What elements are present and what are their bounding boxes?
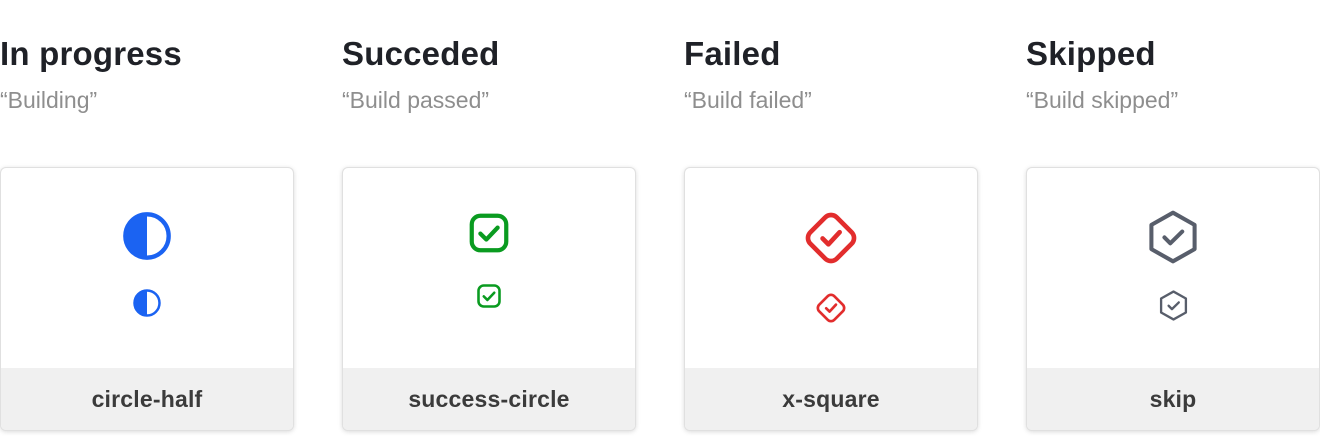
- status-title: Succeded: [342, 35, 500, 72]
- status-column-skipped: Skipped “Build skipped”: [1026, 0, 1320, 431]
- icon-card: circle-half: [0, 167, 294, 431]
- card-footer: x-square: [685, 368, 977, 430]
- circle-half-icon: [121, 210, 173, 262]
- icon-preview-area: [685, 168, 977, 368]
- status-title: In progress: [0, 35, 182, 72]
- icon-card: success-circle: [342, 167, 636, 431]
- status-message: “Build failed”: [684, 87, 812, 114]
- check-square-icon-small: [475, 282, 503, 310]
- status-message: “Build skipped”: [1026, 87, 1179, 114]
- check-diamond-icon: [803, 210, 859, 266]
- icon-preview-area: [1, 168, 293, 368]
- icon-preview-area: [1027, 168, 1319, 368]
- status-column-failed: Failed “Build failed”: [684, 0, 978, 431]
- status-column-succeeded: Succeded “Build passed”: [342, 0, 636, 431]
- icon-card: skip: [1026, 167, 1320, 431]
- icon-name-label: success-circle: [408, 385, 570, 412]
- status-column-in-progress: In progress “Building”: [0, 0, 294, 431]
- icon-preview-area: [343, 168, 635, 368]
- check-hexagon-icon: [1146, 210, 1200, 264]
- check-hexagon-icon-small: [1158, 290, 1189, 321]
- column-header: In progress “Building”: [0, 0, 294, 167]
- check-diamond-icon-small: [815, 292, 847, 324]
- status-title: Skipped: [1026, 35, 1156, 72]
- icon-card: x-square: [684, 167, 978, 431]
- column-header: Succeded “Build passed”: [342, 0, 636, 167]
- status-message: “Building”: [0, 87, 98, 114]
- card-footer: circle-half: [1, 368, 293, 430]
- icon-name-label: x-square: [782, 385, 880, 412]
- check-square-icon: [466, 210, 512, 256]
- icon-name-label: skip: [1149, 385, 1197, 412]
- status-message: “Build passed”: [342, 87, 490, 114]
- icon-name-label: circle-half: [91, 385, 203, 412]
- circle-half-icon-small: [132, 288, 162, 318]
- card-footer: skip: [1027, 368, 1319, 430]
- column-header: Skipped “Build skipped”: [1026, 0, 1320, 167]
- column-header: Failed “Build failed”: [684, 0, 978, 167]
- status-title: Failed: [684, 35, 781, 72]
- card-footer: success-circle: [343, 368, 635, 430]
